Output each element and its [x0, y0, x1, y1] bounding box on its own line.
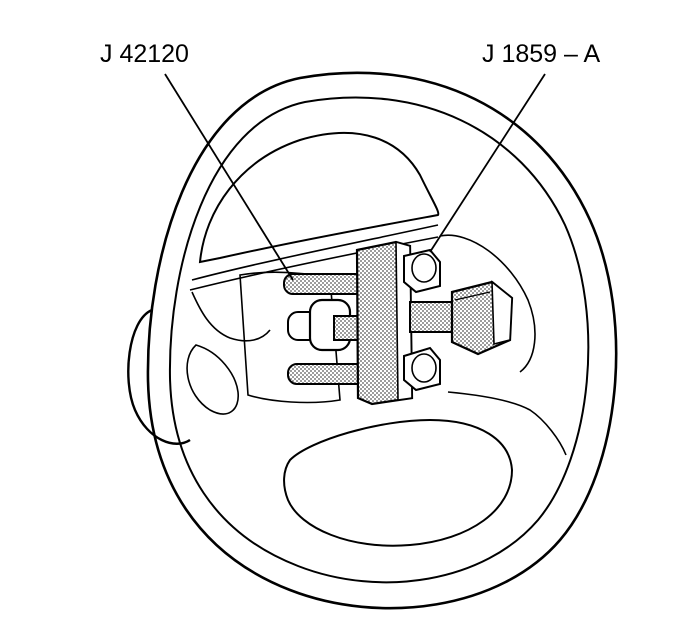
upper-nut [403, 248, 441, 294]
leader-line-j1859a [429, 73, 546, 253]
wheel-rim-inner [168, 96, 590, 584]
puller-leg-lower [287, 363, 369, 385]
left-spoke [191, 291, 271, 342]
forcing-screw [409, 280, 514, 356]
lower-opening [283, 418, 514, 547]
right-spoke-2 [447, 391, 567, 456]
upper-spoke-line-2 [189, 236, 439, 291]
left-lower-pad [186, 344, 239, 415]
upper-opening [198, 132, 440, 264]
callout-j42120: J 42120 [100, 40, 189, 68]
puller-leg-upper [283, 273, 365, 295]
upper-spoke-line [191, 224, 439, 281]
lower-nut [403, 346, 441, 392]
right-spoke [439, 234, 536, 373]
steering-column-back [127, 308, 191, 445]
center-shaft [287, 298, 365, 352]
callout-j1859a: J 1859 – A [482, 40, 601, 68]
leader-line-j42120 [164, 73, 294, 281]
hub-base [239, 271, 341, 404]
